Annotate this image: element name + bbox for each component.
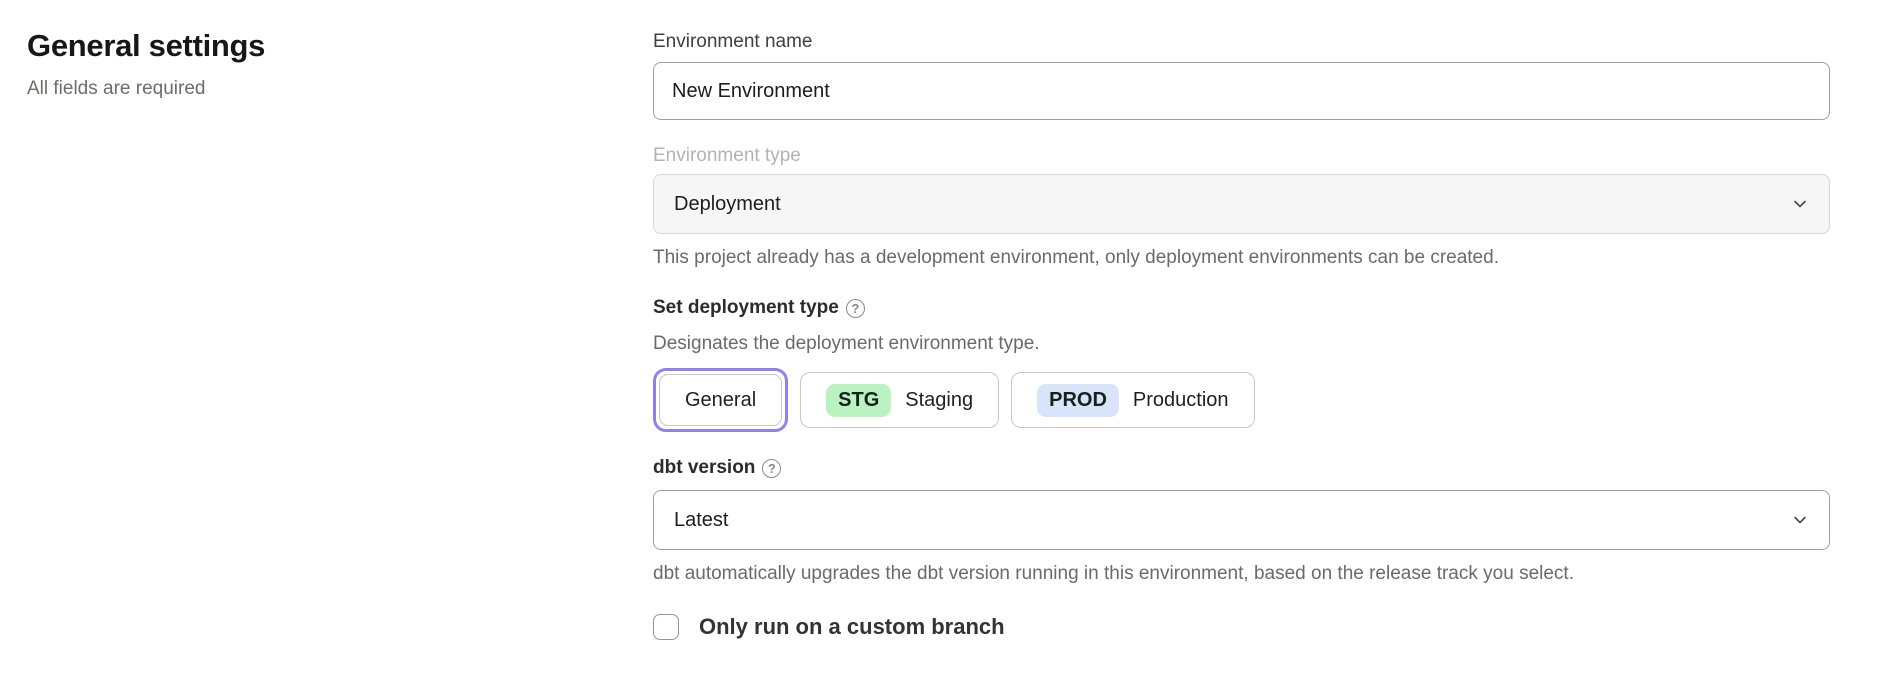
deployment-type-production-label: Production [1132,388,1229,411]
production-badge: PROD [1037,383,1119,417]
environment-type-value: Deployment [674,192,781,215]
help-icon[interactable]: ? [845,298,865,318]
deployment-type-general-button[interactable]: General [659,374,783,426]
environment-type-helper: This project already has a development e… [653,247,1499,268]
dbt-version-select[interactable]: Latest [653,490,1830,550]
deployment-type-staging-button[interactable]: STG Staging [800,372,1000,428]
dbt-version-label-text: dbt version [653,457,756,478]
environment-type-select: Deployment [653,174,1830,234]
help-icon[interactable]: ? [762,458,782,478]
deployment-type-general-label: General [685,388,757,411]
custom-branch-checkbox[interactable] [653,614,679,640]
deployment-type-helper: Designates the deployment environment ty… [653,333,1040,354]
environment-name-label: Environment name [653,31,813,52]
deployment-type-staging-label: Staging [905,388,974,411]
deployment-type-options: General STG Staging PROD Production [653,368,1830,432]
dbt-version-value: Latest [674,508,729,531]
deployment-type-label: Set deployment type ? [653,296,865,320]
staging-badge: STG [826,383,892,417]
page-title: General settings [27,28,266,63]
page-subtitle: All fields are required [27,78,206,99]
dbt-version-label: dbt version ? [653,456,782,480]
environment-form: Environment name Environment type Deploy… [653,0,1830,678]
deployment-type-production-button[interactable]: PROD Production [1011,372,1255,428]
deployment-type-label-text: Set deployment type [653,297,839,318]
chevron-down-icon [1791,195,1809,213]
custom-branch-row: Only run on a custom branch [653,614,1830,640]
section-intro: General settings All fields are required [0,0,653,678]
selected-option-ring: General [653,368,789,432]
environment-name-input[interactable] [653,62,1830,120]
custom-branch-label[interactable]: Only run on a custom branch [699,614,1005,639]
chevron-down-icon [1791,511,1809,529]
dbt-version-helper: dbt automatically upgrades the dbt versi… [653,563,1574,584]
environment-type-label: Environment type [653,145,801,166]
